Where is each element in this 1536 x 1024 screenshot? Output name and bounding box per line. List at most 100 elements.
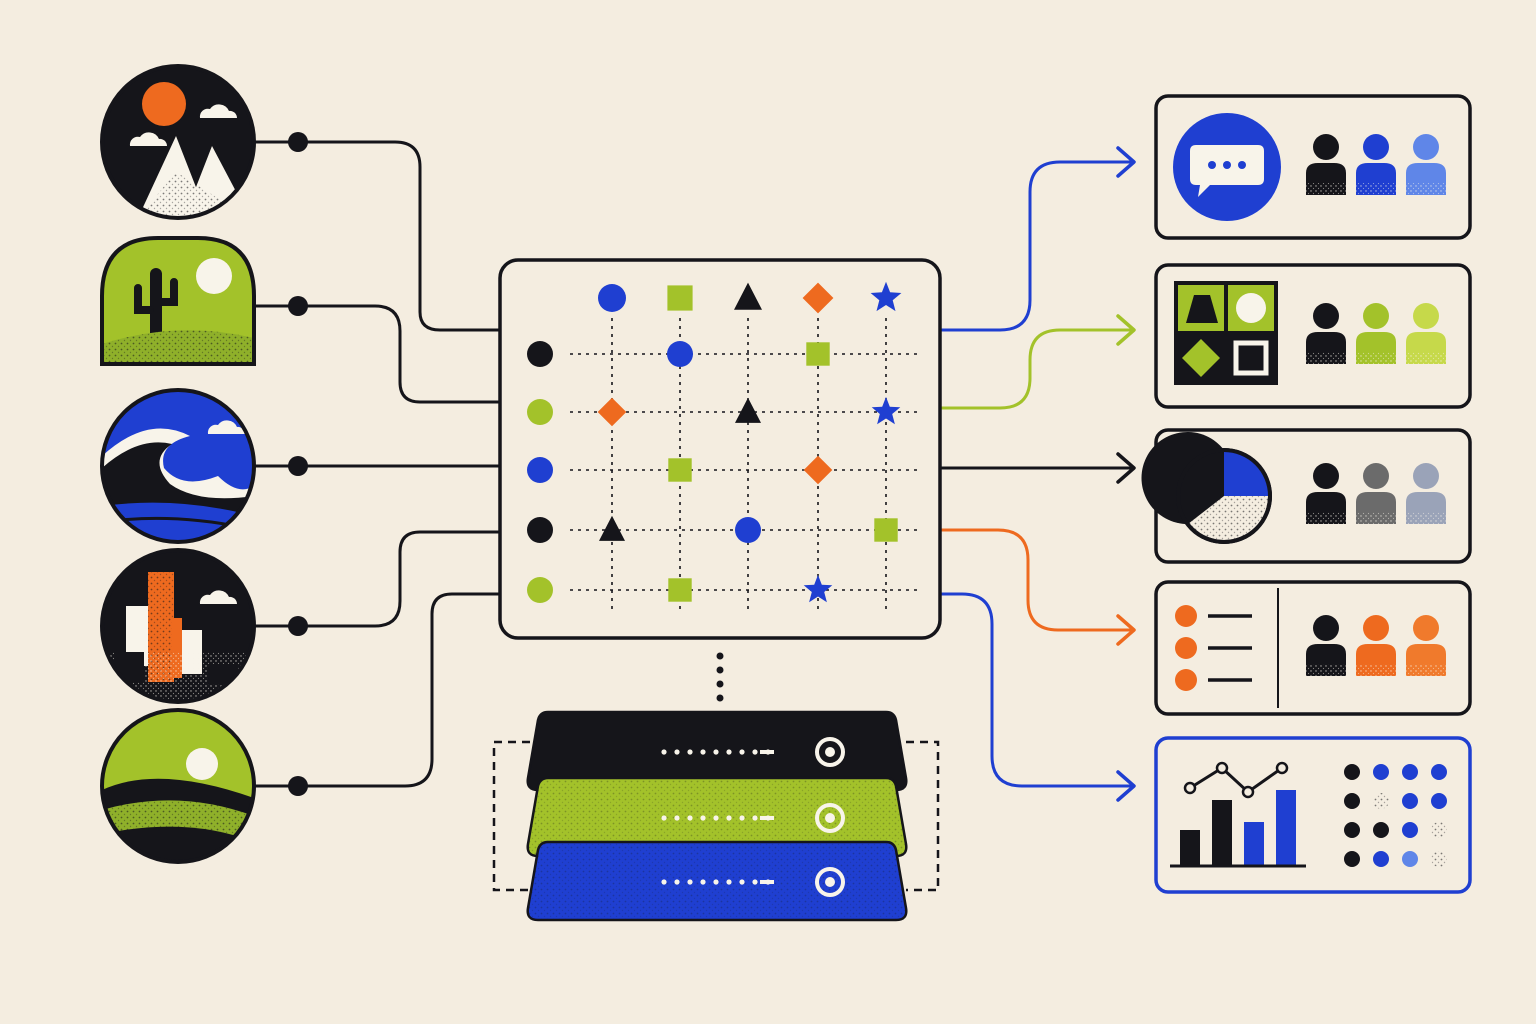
bracket-right	[906, 740, 940, 892]
indicator-dot	[674, 749, 680, 755]
row-header-dot	[527, 399, 553, 425]
city-skyline-icon	[100, 548, 256, 704]
ocean-wave-icon	[100, 388, 256, 544]
indicator-dot	[687, 749, 693, 755]
connector-lines	[252, 132, 1136, 802]
indicator-dot	[661, 749, 667, 755]
output-connector	[938, 528, 1134, 632]
indicator-dot	[726, 749, 732, 755]
matrix-panel	[498, 258, 942, 640]
cloud-icon	[199, 104, 238, 118]
chart-bar	[1212, 800, 1232, 866]
indicator-dot	[713, 749, 719, 755]
indicator-dot	[661, 879, 667, 885]
indicator-dot	[674, 879, 680, 885]
chart-point	[1275, 761, 1289, 775]
output-panel-analytics	[1154, 736, 1472, 894]
arrow-head-icon	[1116, 314, 1136, 346]
matrix-dot	[1373, 793, 1389, 809]
indicator-dot	[726, 879, 732, 885]
matrix-cell-diamond-icon	[803, 455, 833, 485]
bullet-list-icon	[1175, 605, 1252, 691]
arrow-head-icon	[1116, 146, 1136, 178]
bullet-dot	[1175, 637, 1197, 659]
chart-bar	[1276, 790, 1296, 866]
indicator-dot	[739, 879, 745, 885]
chart-point	[1183, 781, 1197, 795]
arrow-head-icon	[1116, 614, 1136, 646]
output-panel-shapes	[1154, 263, 1472, 409]
connector-line	[252, 592, 502, 788]
output-panel-list	[1154, 580, 1472, 716]
column-header-triangle-icon	[734, 282, 762, 310]
matrix-dot	[1402, 793, 1418, 809]
indicator-dot	[700, 749, 706, 755]
chart-bar	[1180, 830, 1200, 866]
cloud-icon	[207, 420, 246, 434]
connector-line	[252, 304, 502, 404]
matrix-dot	[1402, 764, 1418, 780]
person-icon	[1406, 463, 1446, 524]
people-group	[1306, 303, 1446, 364]
person-icon	[1306, 134, 1346, 195]
connector-node	[288, 132, 308, 152]
person-icon	[1356, 134, 1396, 195]
person-icon	[1356, 303, 1396, 364]
chat-bubble-icon	[1173, 113, 1281, 221]
matrix-cell-star-icon	[871, 396, 901, 425]
cactus-desert-icon	[100, 236, 256, 366]
person-icon	[1406, 303, 1446, 364]
matrix-dot	[1431, 851, 1447, 867]
matrix-dot	[1431, 793, 1447, 809]
storage-stack	[492, 710, 940, 922]
indicator-dot	[739, 815, 745, 821]
bracket-left	[492, 740, 530, 892]
cloud-icon	[129, 132, 168, 146]
person-icon	[1306, 303, 1346, 364]
chart-point	[1215, 761, 1229, 775]
indicator-dot	[752, 749, 758, 755]
target-ring-icon	[815, 867, 845, 897]
storage-layer	[526, 840, 908, 922]
storage-layer	[526, 710, 908, 792]
connector-node	[288, 456, 308, 476]
matrix-dot	[1344, 822, 1360, 838]
connector-node	[288, 616, 308, 636]
pie-chart-icon	[1141, 432, 1272, 544]
person-icon	[1356, 463, 1396, 524]
matrix-dot	[1431, 764, 1447, 780]
indicator-dot	[687, 879, 693, 885]
shape-grid-icon	[1174, 281, 1278, 385]
matching-matrix	[498, 258, 942, 640]
indicator-dot	[661, 815, 667, 821]
person-icon	[1306, 463, 1346, 524]
output-panel-pie	[1141, 428, 1472, 564]
cactus-icon	[134, 268, 178, 342]
mountain-sun-icon	[100, 64, 256, 220]
matrix-cell-triangle-icon	[599, 515, 625, 541]
indicator-dot	[713, 815, 719, 821]
dotted-link	[716, 666, 724, 674]
output-connector	[938, 592, 1134, 788]
bullet-dot	[1175, 669, 1197, 691]
dotted-link	[716, 652, 724, 660]
sun-icon	[142, 82, 186, 126]
matrix-cell-diamond-icon	[597, 397, 627, 427]
matrix-dot	[1402, 851, 1418, 867]
indicator-dot	[700, 815, 706, 821]
storage-layer	[526, 776, 908, 858]
indicator-dot	[752, 879, 758, 885]
target-ring-icon	[815, 737, 845, 767]
indicator-dot	[674, 815, 680, 821]
arrow-head-icon	[1116, 770, 1136, 802]
building-icon	[126, 606, 148, 666]
row-header-dot	[527, 577, 553, 603]
people-group	[1306, 463, 1446, 524]
matrix-cell-triangle-icon	[735, 397, 761, 423]
matrix-cell-square-icon	[874, 518, 898, 542]
matrix-cell-square-icon	[806, 342, 830, 366]
indicator-dot	[687, 815, 693, 821]
output-panel-chat	[1154, 94, 1472, 240]
arrow-head-icon	[1116, 452, 1136, 484]
indicator-dot	[726, 815, 732, 821]
